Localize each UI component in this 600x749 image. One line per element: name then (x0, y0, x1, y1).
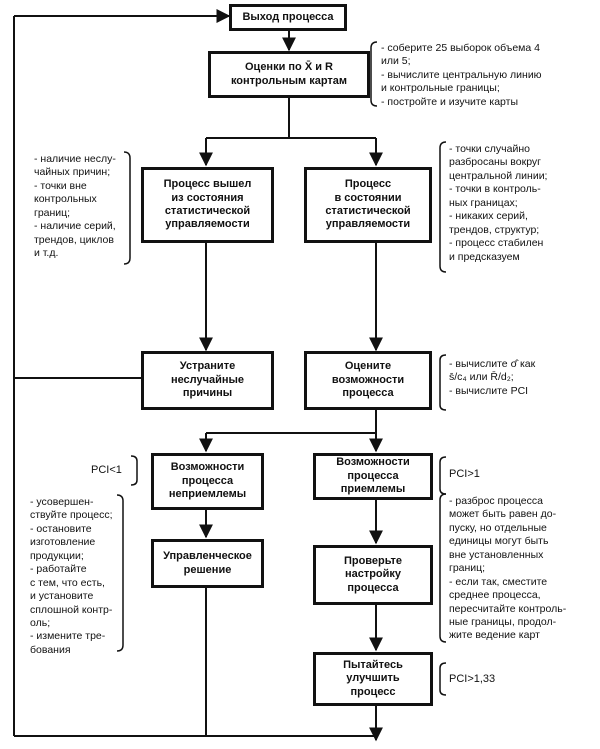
unacceptable-box: Возможности процесса неприемлемы (151, 453, 264, 510)
improve-box: Пытайтесь улучшить процесс (313, 652, 433, 706)
assess-capability-label: Оцените возможности процесса (331, 360, 405, 400)
bracket-assess (439, 354, 447, 411)
acceptable-box: Возможности процесса приемлемы (313, 453, 433, 500)
out-of-control-label: Процесс вышел из состояния статистическо… (163, 178, 252, 231)
check-setting-box: Проверьте настройку процесса (313, 545, 433, 605)
out-of-control-box: Процесс вышел из состояния статистическо… (141, 167, 274, 243)
note-unacceptable: - усовершен- ствуйте процесс; - останови… (30, 496, 113, 656)
in-control-label: Процесс в состоянии статистической управ… (325, 178, 411, 231)
bracket-pci-high (439, 456, 447, 495)
note-estimate: - соберите 25 выборок объема 4 или 5; - … (381, 42, 542, 108)
check-setting-label: Проверьте настройку процесса (343, 554, 403, 594)
improve-label: Пытайтесь улучшить процесс (343, 658, 403, 698)
bracket-estimate (370, 41, 378, 107)
in-control-box: Процесс в состоянии статистической управ… (304, 167, 432, 243)
estimate-label: Оценки по X̄ и R контрольным картам (230, 61, 348, 87)
assess-capability-box: Оцените возможности процесса (304, 351, 432, 410)
bracket-out-of-control (123, 151, 131, 265)
note-assess: - вычислите σ̂ как s̄/c₄ или R̄/d₂; - вы… (449, 358, 536, 397)
acceptable-label: Возможности процесса приемлемы (336, 456, 410, 496)
management-label: Управленческое решение (163, 550, 252, 576)
output-box: Выход процесса (229, 4, 347, 31)
bracket-in-control (439, 141, 447, 273)
pci-high-label: PCI>1 (449, 468, 480, 480)
remove-causes-label: Устраните неслучайные причины (170, 360, 245, 400)
estimate-box: Оценки по X̄ и R контрольным картам (208, 51, 370, 98)
pci-low-label: PCI<1 (91, 464, 122, 476)
bracket-acceptable (439, 493, 447, 643)
bracket-pci-target (439, 662, 447, 696)
note-acceptable: - разброс процесса может быть равен до- … (449, 495, 567, 642)
bracket-pci-low-right (130, 455, 138, 486)
management-box: Управленческое решение (151, 539, 264, 588)
output-label: Выход процесса (242, 10, 334, 23)
note-out-of-control: - наличие неслу- чайных причин; - точки … (34, 153, 116, 260)
bracket-unacceptable (116, 494, 124, 652)
remove-causes-box: Устраните неслучайные причины (141, 351, 274, 410)
note-in-control: - точки случайно разбросаны вокруг центр… (449, 143, 548, 263)
pci-target-label: PCI>1,33 (449, 673, 496, 685)
unacceptable-label: Возможности процесса неприемлемы (168, 461, 247, 501)
